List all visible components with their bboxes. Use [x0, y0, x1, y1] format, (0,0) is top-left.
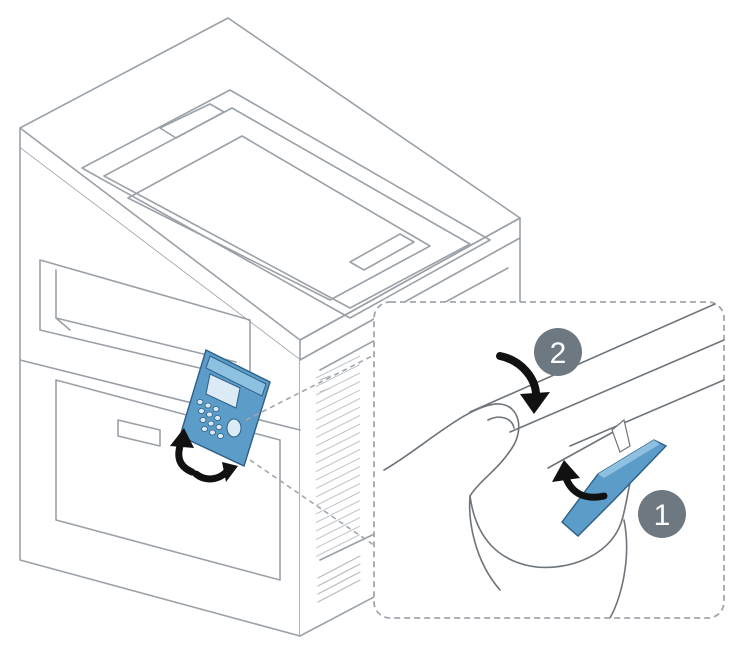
keypad-key [217, 433, 224, 439]
vent-stripe [315, 440, 361, 464]
vent-stripe [315, 449, 361, 472]
vent-stripe [315, 457, 361, 481]
down-arrow-icon [496, 352, 550, 414]
detail-callout: 2 1 [373, 301, 725, 619]
vent-stripe [315, 415, 361, 438]
keypad-key [196, 399, 204, 405]
hinge-arrow-icon [170, 428, 196, 476]
step-2-number: 2 [550, 337, 567, 370]
step-1-badge: 1 [638, 490, 686, 538]
vent-stripe [315, 355, 361, 379]
keypad-key [214, 415, 221, 421]
panel-display [205, 373, 241, 409]
keypad-key [209, 429, 216, 436]
panel-tab [561, 418, 668, 537]
vent-stripe [315, 474, 361, 498]
step-1-number: 1 [654, 499, 671, 532]
control-panel [179, 349, 271, 467]
rotate-arrow-icon [192, 462, 238, 483]
vent-stripe [315, 534, 361, 557]
keypad-key [204, 402, 212, 409]
vent-stripe [315, 525, 361, 549]
vent-stripe [315, 389, 361, 413]
vent-stripe [315, 466, 361, 489]
keypad-key [207, 420, 215, 427]
vent-stripe [315, 517, 361, 540]
vent-stripe [315, 432, 361, 455]
vent-stripe [315, 398, 361, 421]
keypad-key [201, 426, 208, 432]
document-feeder [81, 89, 491, 319]
vent-stripe [315, 508, 361, 532]
callout-leaders [245, 351, 385, 553]
panel-keypad [196, 399, 224, 439]
vent-stripe [315, 491, 361, 515]
vent-stripe [315, 364, 361, 387]
keypad-key [215, 424, 223, 430]
vent-stripe [315, 500, 361, 523]
keypad-key [212, 406, 220, 412]
vent-stripes [315, 355, 361, 557]
keypad-key [198, 408, 205, 414]
step-2-badge: 2 [534, 328, 582, 376]
vent-stripe [315, 381, 361, 404]
vent-stripe [315, 372, 361, 396]
keypad-key [199, 417, 207, 423]
printer-edge [469, 302, 724, 413]
vent-stripe [315, 423, 361, 447]
vent-stripe [315, 483, 361, 506]
keypad-key [206, 411, 213, 418]
panel-dial [226, 418, 242, 438]
up-arrow-icon [552, 460, 608, 501]
vent-stripe [315, 406, 361, 430]
